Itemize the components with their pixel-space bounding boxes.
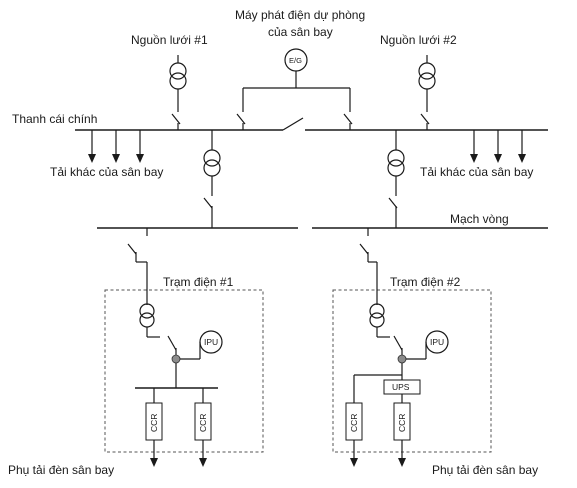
substation-1-box [104, 289, 264, 453]
other-loads-left-arrows [88, 130, 144, 163]
substation-1-transformer-icon [139, 303, 160, 338]
substation-1-ccr-b: CCR [194, 388, 212, 467]
substation-2-ups-branch: UPS [353, 363, 421, 403]
substation-1-incoming-breaker [127, 228, 148, 305]
generator-label-line1: Máy phát điện dự phòng [235, 8, 365, 22]
generator-icon: E/G [284, 48, 308, 72]
grid-source-1-label: Nguồn lưới #1 [131, 33, 208, 47]
substation-1-ccr-a: CCR [145, 388, 163, 467]
ipu-2-label: IPU [430, 337, 444, 347]
substation-2-ccr-b: CCR [393, 402, 411, 467]
main-busbar-label: Thanh cái chính [12, 112, 97, 126]
generator-label-line2: của sân bay [268, 25, 333, 39]
substation-2-junction-node [397, 354, 407, 364]
substation-2-incoming-breaker [359, 228, 378, 305]
other-loads-right-arrows [470, 130, 526, 163]
substation-1-label: Trạm điện #1 [163, 275, 234, 289]
generator-feeder [236, 71, 353, 130]
ring-feeder-left-transformer-icon [203, 130, 221, 228]
grid-source-2-transformer-icon [418, 55, 436, 103]
ccr-1b-label: CCR [198, 414, 208, 432]
substation-1-switch [167, 335, 177, 355]
grid-source-1-transformer-icon [169, 55, 187, 103]
lighting-load-1-label: Phụ tải đèn sân bay [8, 463, 114, 477]
ring-feeder-right-transformer-icon [387, 130, 405, 228]
other-loads-left-label: Tải khác của sân bay [50, 165, 163, 179]
substation-2-ccr-a: CCR [345, 402, 363, 467]
other-loads-right-label: Tải khác của sân bay [420, 165, 533, 179]
substation-2-transformer-icon [369, 303, 390, 338]
substation-1-junction-node [171, 354, 181, 364]
substation-2-switch [393, 335, 403, 355]
lighting-load-2-label: Phụ tải đèn sân bay [432, 463, 538, 477]
substation-1-ipu-icon: IPU [180, 330, 223, 360]
ccr-2b-label: CCR [397, 414, 407, 432]
ccr-1a-label: CCR [149, 414, 159, 432]
grid-source-2-label: Nguồn lưới #2 [380, 33, 457, 47]
ccr-2a-label: CCR [349, 414, 359, 432]
substation-2-label: Trạm điện #2 [390, 275, 461, 289]
bus-coupler-switch [282, 117, 304, 131]
ring-main-label: Mạch vòng [450, 212, 509, 226]
grid-source-2-breaker [420, 103, 430, 130]
generator-symbol: E/G [289, 56, 302, 65]
grid-source-1-breaker [171, 103, 181, 130]
ipu-1-label: IPU [204, 337, 218, 347]
substation-2-box [332, 289, 492, 453]
ups-label: UPS [392, 382, 410, 392]
substation-2-ipu-icon: IPU [406, 330, 449, 360]
